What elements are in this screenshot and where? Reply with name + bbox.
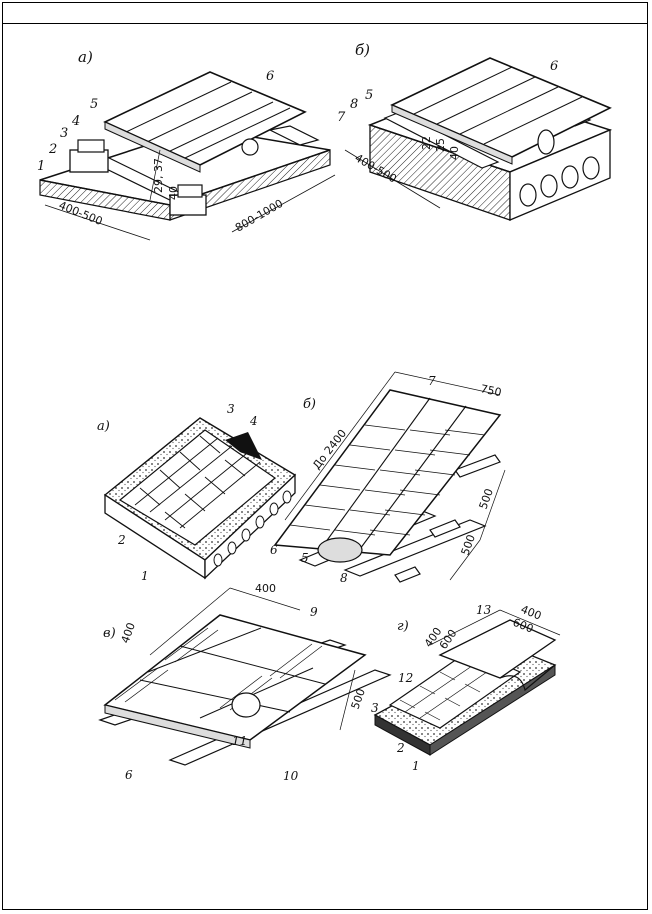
bottom-b-dim-span2: 500 <box>459 533 478 557</box>
bottom-a-callout-1: 1 <box>141 569 149 583</box>
top-a-callout-6: 6 <box>266 69 274 84</box>
top-a-dim-thickness: 29, 37 <box>152 158 165 193</box>
top-a-callout-5: 5 <box>90 97 98 112</box>
bottom-g-callout-1: 1 <box>412 759 420 773</box>
top-b-dim-d2: 25 <box>434 138 447 152</box>
top-a-dim-gap: 40 <box>167 186 180 200</box>
bottom-v-callout-6: 6 <box>125 768 133 782</box>
bottom-panel-a-label: а) <box>97 419 110 434</box>
top-b-callout-8: 8 <box>350 97 358 112</box>
bottom-panel-v-label: в) <box>103 626 116 641</box>
top-b-callout-5: 5 <box>365 88 373 103</box>
top-a-callout-3: 3 <box>60 126 68 141</box>
bottom-panel-b: б) 5 6 7 8 <box>270 371 506 585</box>
header-bar <box>2 2 648 24</box>
top-panel-b: б) 5 6 7 8 22 25 40 <box>337 41 613 221</box>
bottom-g-callout-13: 13 <box>476 603 492 617</box>
bottom-v-dim-top: 400 <box>255 582 276 595</box>
bottom-b-dim-width: 750 <box>479 382 502 399</box>
top-b-dim-d3: 40 <box>448 146 461 160</box>
bottom-v-callout-9: 9 <box>310 605 318 619</box>
bottom-b-dim-span1: 500 <box>477 487 496 511</box>
top-b-dim-d1: 22 <box>420 136 433 150</box>
bottom-b-callout-6: 6 <box>270 543 278 557</box>
top-a-callout-2: 2 <box>48 142 57 157</box>
bottom-g-callout-3: 3 <box>371 701 379 715</box>
bottom-panel-g-label: г) <box>397 619 409 634</box>
bottom-b-callout-5: 5 <box>301 551 309 565</box>
top-a-callout-1: 1 <box>37 159 45 174</box>
bottom-g-callout-12: 12 <box>398 671 413 685</box>
bottom-b-callout-8: 8 <box>340 571 348 585</box>
bottom-panel-g: г) 1 2 3 12 13 400 600 400 600 <box>371 603 561 773</box>
top-panel-a: а) 1 2 3 4 5 6 29, <box>37 48 336 241</box>
bottom-v-callout-11: 11 <box>232 734 247 748</box>
bottom-b-callout-7: 7 <box>428 374 436 388</box>
top-panel-a-label: а) <box>78 48 93 66</box>
bottom-a-callout-4: 4 <box>249 414 258 428</box>
bottom-panel-a: а) 1 2 3 4 <box>97 402 297 583</box>
bottom-g-callout-2: 2 <box>396 741 405 755</box>
bottom-panel-v: в) 6 9 10 11 400 400 500 <box>98 582 392 783</box>
top-a-dim-length: 800-1000 <box>233 197 285 235</box>
bottom-v-dim-side: 400 <box>119 621 138 645</box>
top-panel-b-label: б) <box>355 41 370 59</box>
top-b-callout-7: 7 <box>337 110 346 125</box>
bottom-a-callout-2: 2 <box>117 533 126 547</box>
top-b-callout-6: 6 <box>550 59 558 74</box>
top-a-callout-4: 4 <box>71 114 80 129</box>
bottom-panel-b-label: б) <box>303 397 316 412</box>
bottom-v-callout-10: 10 <box>283 769 299 783</box>
bottom-a-callout-3: 3 <box>227 402 235 416</box>
